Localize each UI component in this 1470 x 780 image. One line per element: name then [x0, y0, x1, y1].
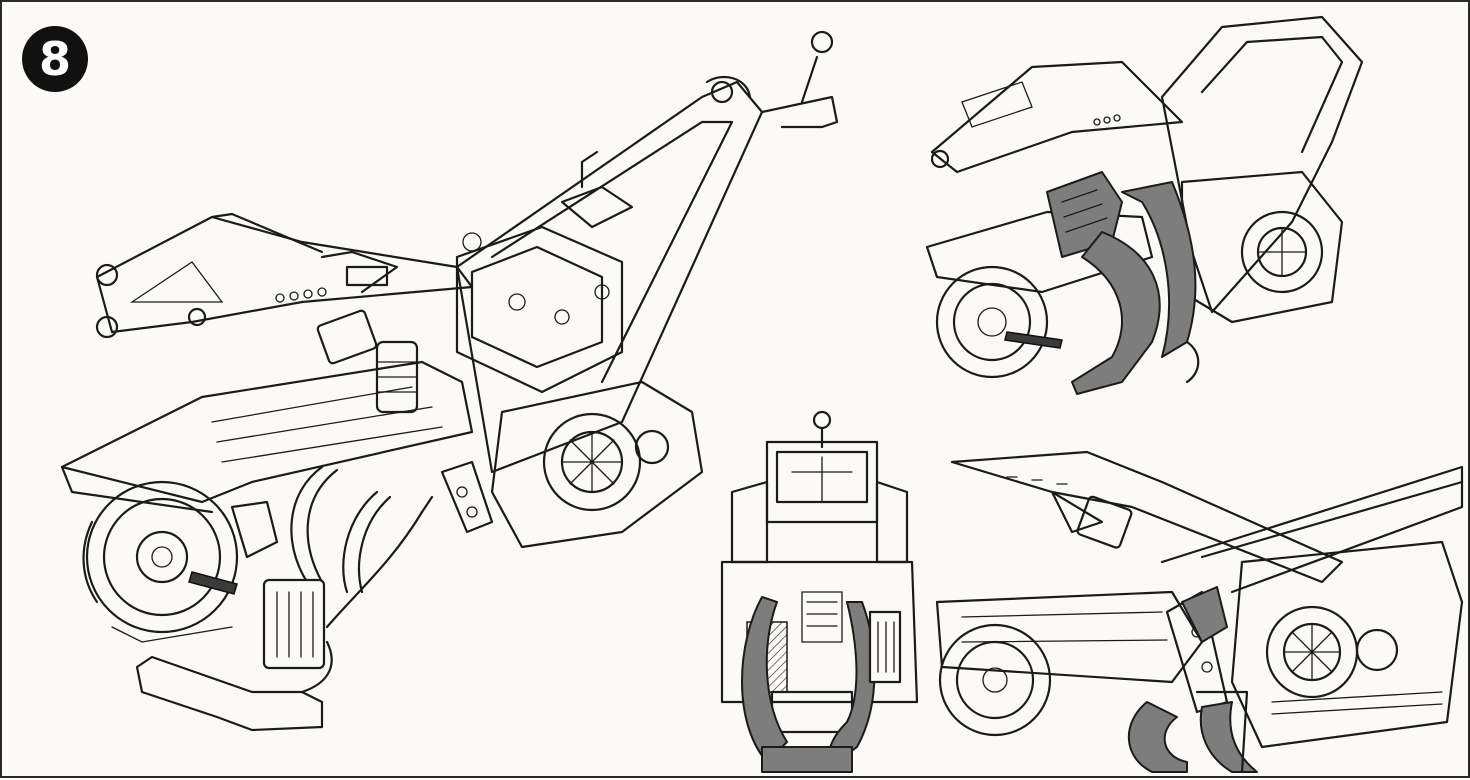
main-frame-illustration-icon: [60, 30, 839, 732]
rear-view-cross-section-icon: [720, 410, 919, 773]
step-number: 8: [38, 32, 71, 86]
exhaust-detail-illustration-icon: [925, 15, 1364, 395]
side-view-illustration-icon: [935, 450, 1464, 774]
step-number-badge: 8: [22, 26, 88, 92]
